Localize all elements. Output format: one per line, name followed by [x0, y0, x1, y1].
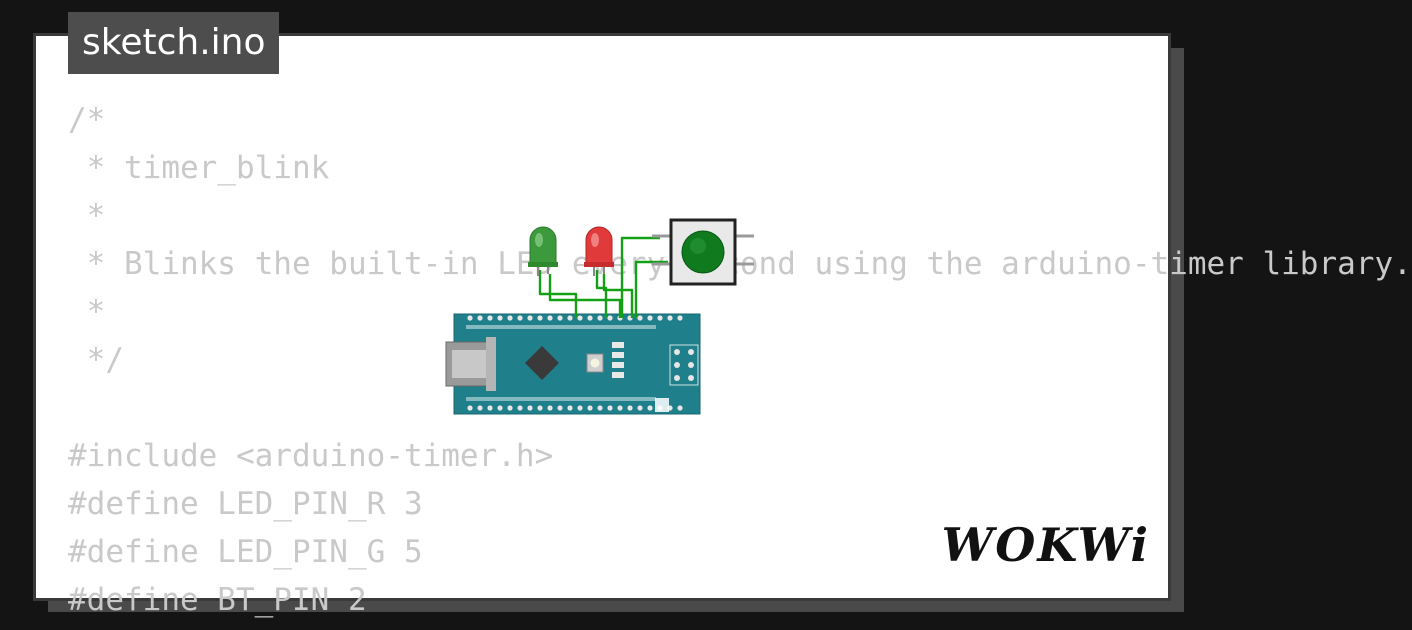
reset-button[interactable]: [586, 353, 604, 373]
bottom-pin-labels: [466, 397, 656, 401]
code-line-2: * timer_blink: [68, 150, 330, 186]
wire-button-gnd: [634, 260, 668, 318]
bottom-header-pins: [467, 405, 683, 411]
top-header-pins: [467, 315, 683, 321]
wire-green-led: [538, 270, 578, 318]
wire-green-led-gnd: [548, 274, 622, 318]
code-line-5: *: [68, 294, 106, 330]
icsp-header: [669, 344, 699, 386]
gnd-pad: [655, 398, 669, 412]
code-line-3: *: [68, 198, 106, 234]
wokwi-logo: WOKWi: [941, 518, 1150, 572]
wires: [538, 236, 668, 318]
code-line-6: */: [68, 342, 124, 378]
code-listing: /* * timer_blink * * Blinks the built-in…: [68, 96, 1412, 624]
wire-red-led-gnd: [602, 274, 634, 318]
code-line-9: #define LED_PIN_R 3: [68, 486, 423, 522]
pushbutton[interactable]: [652, 218, 754, 286]
top-pin-labels: [466, 325, 656, 329]
code-line-1: /*: [68, 102, 106, 138]
code-line-11: #define BT_PIN 2: [68, 582, 367, 618]
code-line-8: #include <arduino-timer.h>: [68, 438, 554, 474]
microcontroller-chip: [525, 346, 559, 380]
wire-button: [620, 236, 660, 318]
usb-connector: [445, 337, 496, 391]
arduino-nano-board: [445, 313, 701, 415]
green-led[interactable]: [528, 226, 558, 276]
circuit-diagram: [445, 218, 754, 415]
onboard-leds: [612, 342, 624, 378]
wire-red-led: [595, 270, 608, 318]
red-led[interactable]: [584, 226, 614, 276]
code-line-10: #define LED_PIN_G 5: [68, 534, 423, 570]
file-title-tab: sketch.ino: [68, 12, 280, 74]
